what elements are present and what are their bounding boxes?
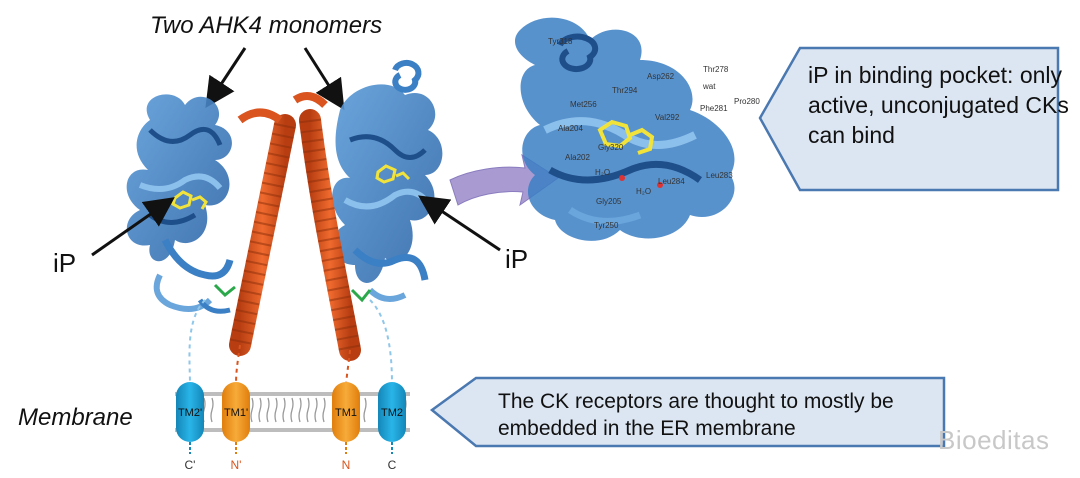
- callout-binding-pocket-shape: [758, 46, 1060, 192]
- ip-label-right: iP: [505, 244, 529, 274]
- residue-label: Leu283: [706, 171, 733, 180]
- left-helix: [229, 108, 296, 356]
- residue-label: wat: [702, 82, 716, 91]
- left-monomer-structure: [126, 94, 236, 314]
- residue-label: Tyr318: [548, 37, 573, 46]
- residue-label: Ala204: [558, 124, 583, 133]
- linker-left-blue: [188, 299, 206, 386]
- residue-label: Thr294: [612, 86, 638, 95]
- watermark: Bioeditas: [938, 425, 1050, 455]
- residue-label: H₂O: [595, 168, 610, 177]
- tm2-label: TM2: [381, 407, 403, 419]
- linker-right-blue: [369, 299, 393, 386]
- tm1-prime-segment: TM1': [222, 382, 250, 442]
- right-monomer-structure: [332, 60, 443, 303]
- linker-right-orange: [345, 349, 351, 386]
- residue-label: Tyr250: [594, 221, 619, 230]
- residue-label: H₂O: [636, 187, 651, 196]
- ip-arrow-right: [418, 195, 501, 252]
- title-arrow-left: [205, 47, 247, 109]
- c-terminus: C: [388, 458, 397, 472]
- residue-label: Phe281: [700, 104, 728, 113]
- tm2-prime-label: TM2': [178, 407, 202, 419]
- tm1-label: TM1: [335, 407, 357, 419]
- residue-label: Gly205: [596, 197, 622, 206]
- n-prime-terminus: N': [231, 458, 242, 472]
- c-prime-terminus: C': [185, 458, 196, 472]
- residue-label: Met256: [570, 100, 597, 109]
- figure-title: Two AHK4 monomers: [150, 12, 383, 39]
- residue-label: Thr278: [703, 65, 729, 74]
- callout-binding-pocket-text: iP in binding pocket: only active, uncon…: [808, 62, 1069, 148]
- right-helix: [292, 92, 361, 361]
- membrane-label: Membrane: [18, 404, 133, 431]
- n-terminus: N: [342, 458, 351, 472]
- callout-receptor-location-text: The CK receptors are thought to mostly b…: [498, 390, 894, 440]
- linker-left-orange: [235, 344, 241, 386]
- ip-label-left: iP: [53, 248, 77, 278]
- ip-arrow-left: [91, 197, 175, 257]
- residue-label: Val292: [655, 113, 680, 122]
- residue-label: Pro280: [734, 97, 760, 106]
- tm1-segment: TM1: [332, 382, 360, 442]
- callout-receptor-location-shape: [429, 376, 946, 448]
- lipid-bilayer: [175, 392, 410, 432]
- residue-label: Ala202: [565, 153, 590, 162]
- residue-label: Asp262: [647, 72, 675, 81]
- tm2-segment: TM2: [378, 382, 406, 442]
- residue-label: Leu284: [658, 177, 685, 186]
- residue-label: Gly320: [598, 143, 624, 152]
- binding-pocket-inset: [515, 17, 735, 241]
- tm2-prime-segment: TM2': [176, 382, 204, 442]
- title-arrow-right: [303, 47, 345, 111]
- tm1-prime-label: TM1': [224, 407, 248, 419]
